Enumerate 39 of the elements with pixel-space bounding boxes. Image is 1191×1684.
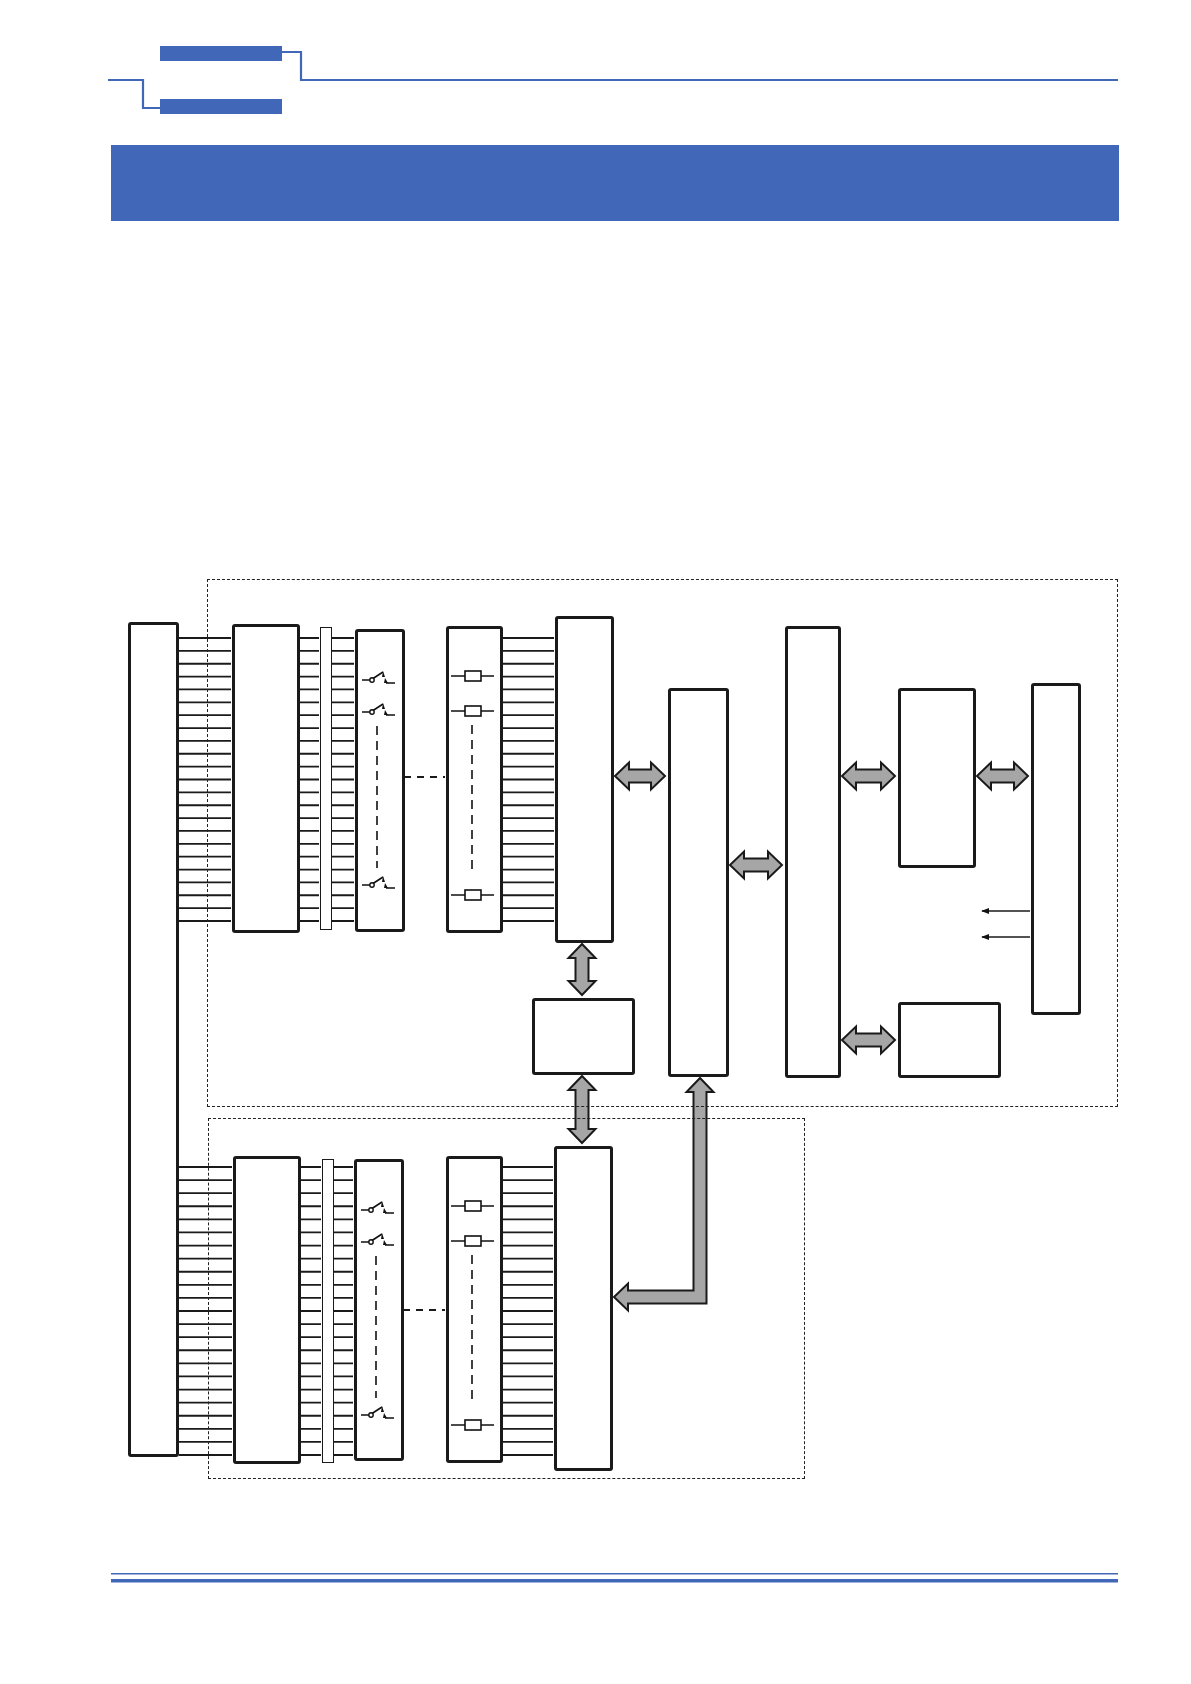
signal-lines: [501, 637, 555, 922]
block-box: [232, 624, 300, 933]
signal-lines: [178, 1166, 233, 1456]
terminal-strip: [320, 627, 332, 930]
block-box: [532, 998, 635, 1075]
terminal-strip: [322, 1159, 334, 1463]
block-box: [898, 1002, 1001, 1078]
double-block-arrow: [840, 1024, 897, 1056]
double-block-arrow: [613, 760, 667, 792]
block-box: [668, 688, 729, 1077]
block-box: [555, 616, 614, 943]
block-box: [785, 626, 841, 1078]
double-block-arrow: [728, 849, 784, 881]
signal-lines: [298, 637, 320, 922]
arrow: [981, 907, 1031, 915]
double-block-arrow: [566, 942, 598, 997]
block-box: [354, 1159, 404, 1461]
block-box: [554, 1146, 613, 1471]
dashed-region: [208, 1118, 805, 1479]
double-block-arrow: [566, 1074, 598, 1145]
block-box: [128, 622, 179, 1457]
double-block-arrow: [840, 760, 897, 792]
signal-lines: [501, 1166, 554, 1456]
arrow: [981, 933, 1031, 941]
block-box: [446, 1156, 503, 1463]
double-block-arrow: [612, 1076, 716, 1313]
signal-lines: [178, 637, 232, 922]
block-box: [1031, 683, 1081, 1015]
signal-lines: [332, 1166, 354, 1456]
dashed-link: [402, 1309, 446, 1311]
signal-lines: [299, 1166, 322, 1456]
block-box: [355, 629, 405, 932]
block-box: [446, 626, 503, 933]
dashed-region: [207, 579, 1118, 1107]
block-box: [233, 1156, 301, 1464]
block-box: [898, 688, 976, 868]
dashed-link: [403, 776, 446, 778]
signal-lines: [330, 637, 355, 922]
double-block-arrow: [975, 760, 1030, 792]
